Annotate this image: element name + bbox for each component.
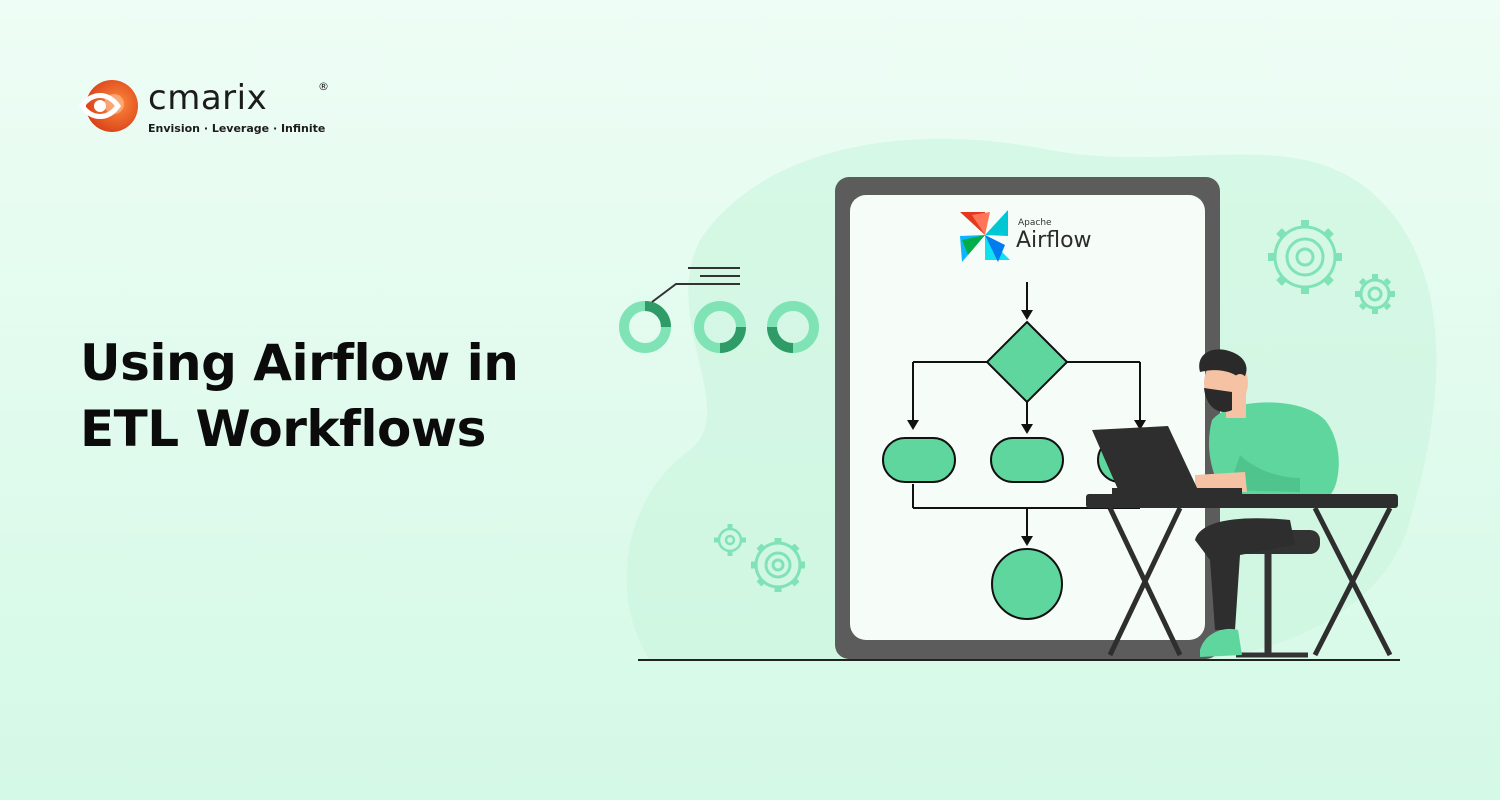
progress-ring-3 (767, 301, 819, 353)
cmarix-logo: cmarix ® Envision · Leverage · Infinite (78, 78, 338, 138)
title-line-1: Using Airflow in (80, 334, 519, 392)
brand-name: cmarix (148, 78, 268, 118)
progress-ring-1 (619, 301, 671, 353)
gear-icon-left-small (714, 524, 746, 556)
cmarix-logo-mark (78, 80, 138, 132)
desk-legs (1107, 506, 1393, 657)
airflow-name-label: Airflow (1016, 228, 1092, 253)
title-line-2: ETL Workflows (80, 400, 486, 458)
process-node-1 (882, 437, 956, 483)
brand-tagline: Envision · Leverage · Infinite (148, 122, 326, 135)
registered-mark: ® (318, 80, 329, 93)
end-node (991, 548, 1063, 620)
person-illustration (1195, 349, 1339, 658)
menu-lines-icon (651, 267, 740, 303)
gear-icon-left-large (751, 538, 805, 592)
airflow-apache-label: Apache (1018, 218, 1052, 228)
airflow-pinwheel-icon (960, 210, 1010, 262)
desk-top (1086, 494, 1398, 508)
gear-icon-small (1355, 274, 1395, 314)
gear-icon-large (1268, 220, 1342, 294)
laptop-icon (1092, 426, 1198, 494)
page-title: Using Airflow in ETL Workflows (80, 330, 519, 462)
process-node-2 (990, 437, 1064, 483)
laptop-base (1112, 488, 1242, 494)
decision-diamond (985, 320, 1069, 404)
progress-ring-2 (694, 301, 746, 353)
flowchart-arrowheads (907, 310, 1146, 546)
